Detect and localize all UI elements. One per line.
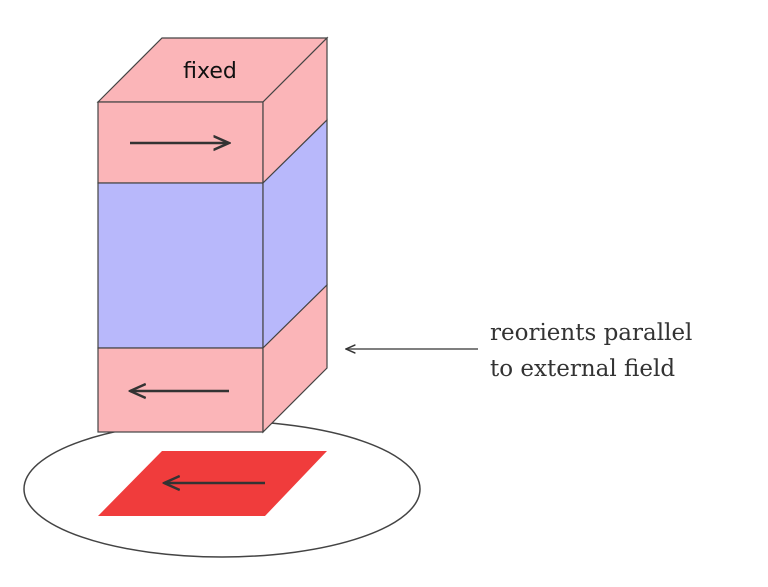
annotation-line-2: to external field	[490, 356, 675, 382]
annotation-line-1: reorients parallel	[490, 320, 692, 346]
side-bottom-layer	[262, 283, 328, 434]
fixed-label: fixed	[183, 59, 237, 84]
front-middle-layer	[97, 182, 264, 349]
